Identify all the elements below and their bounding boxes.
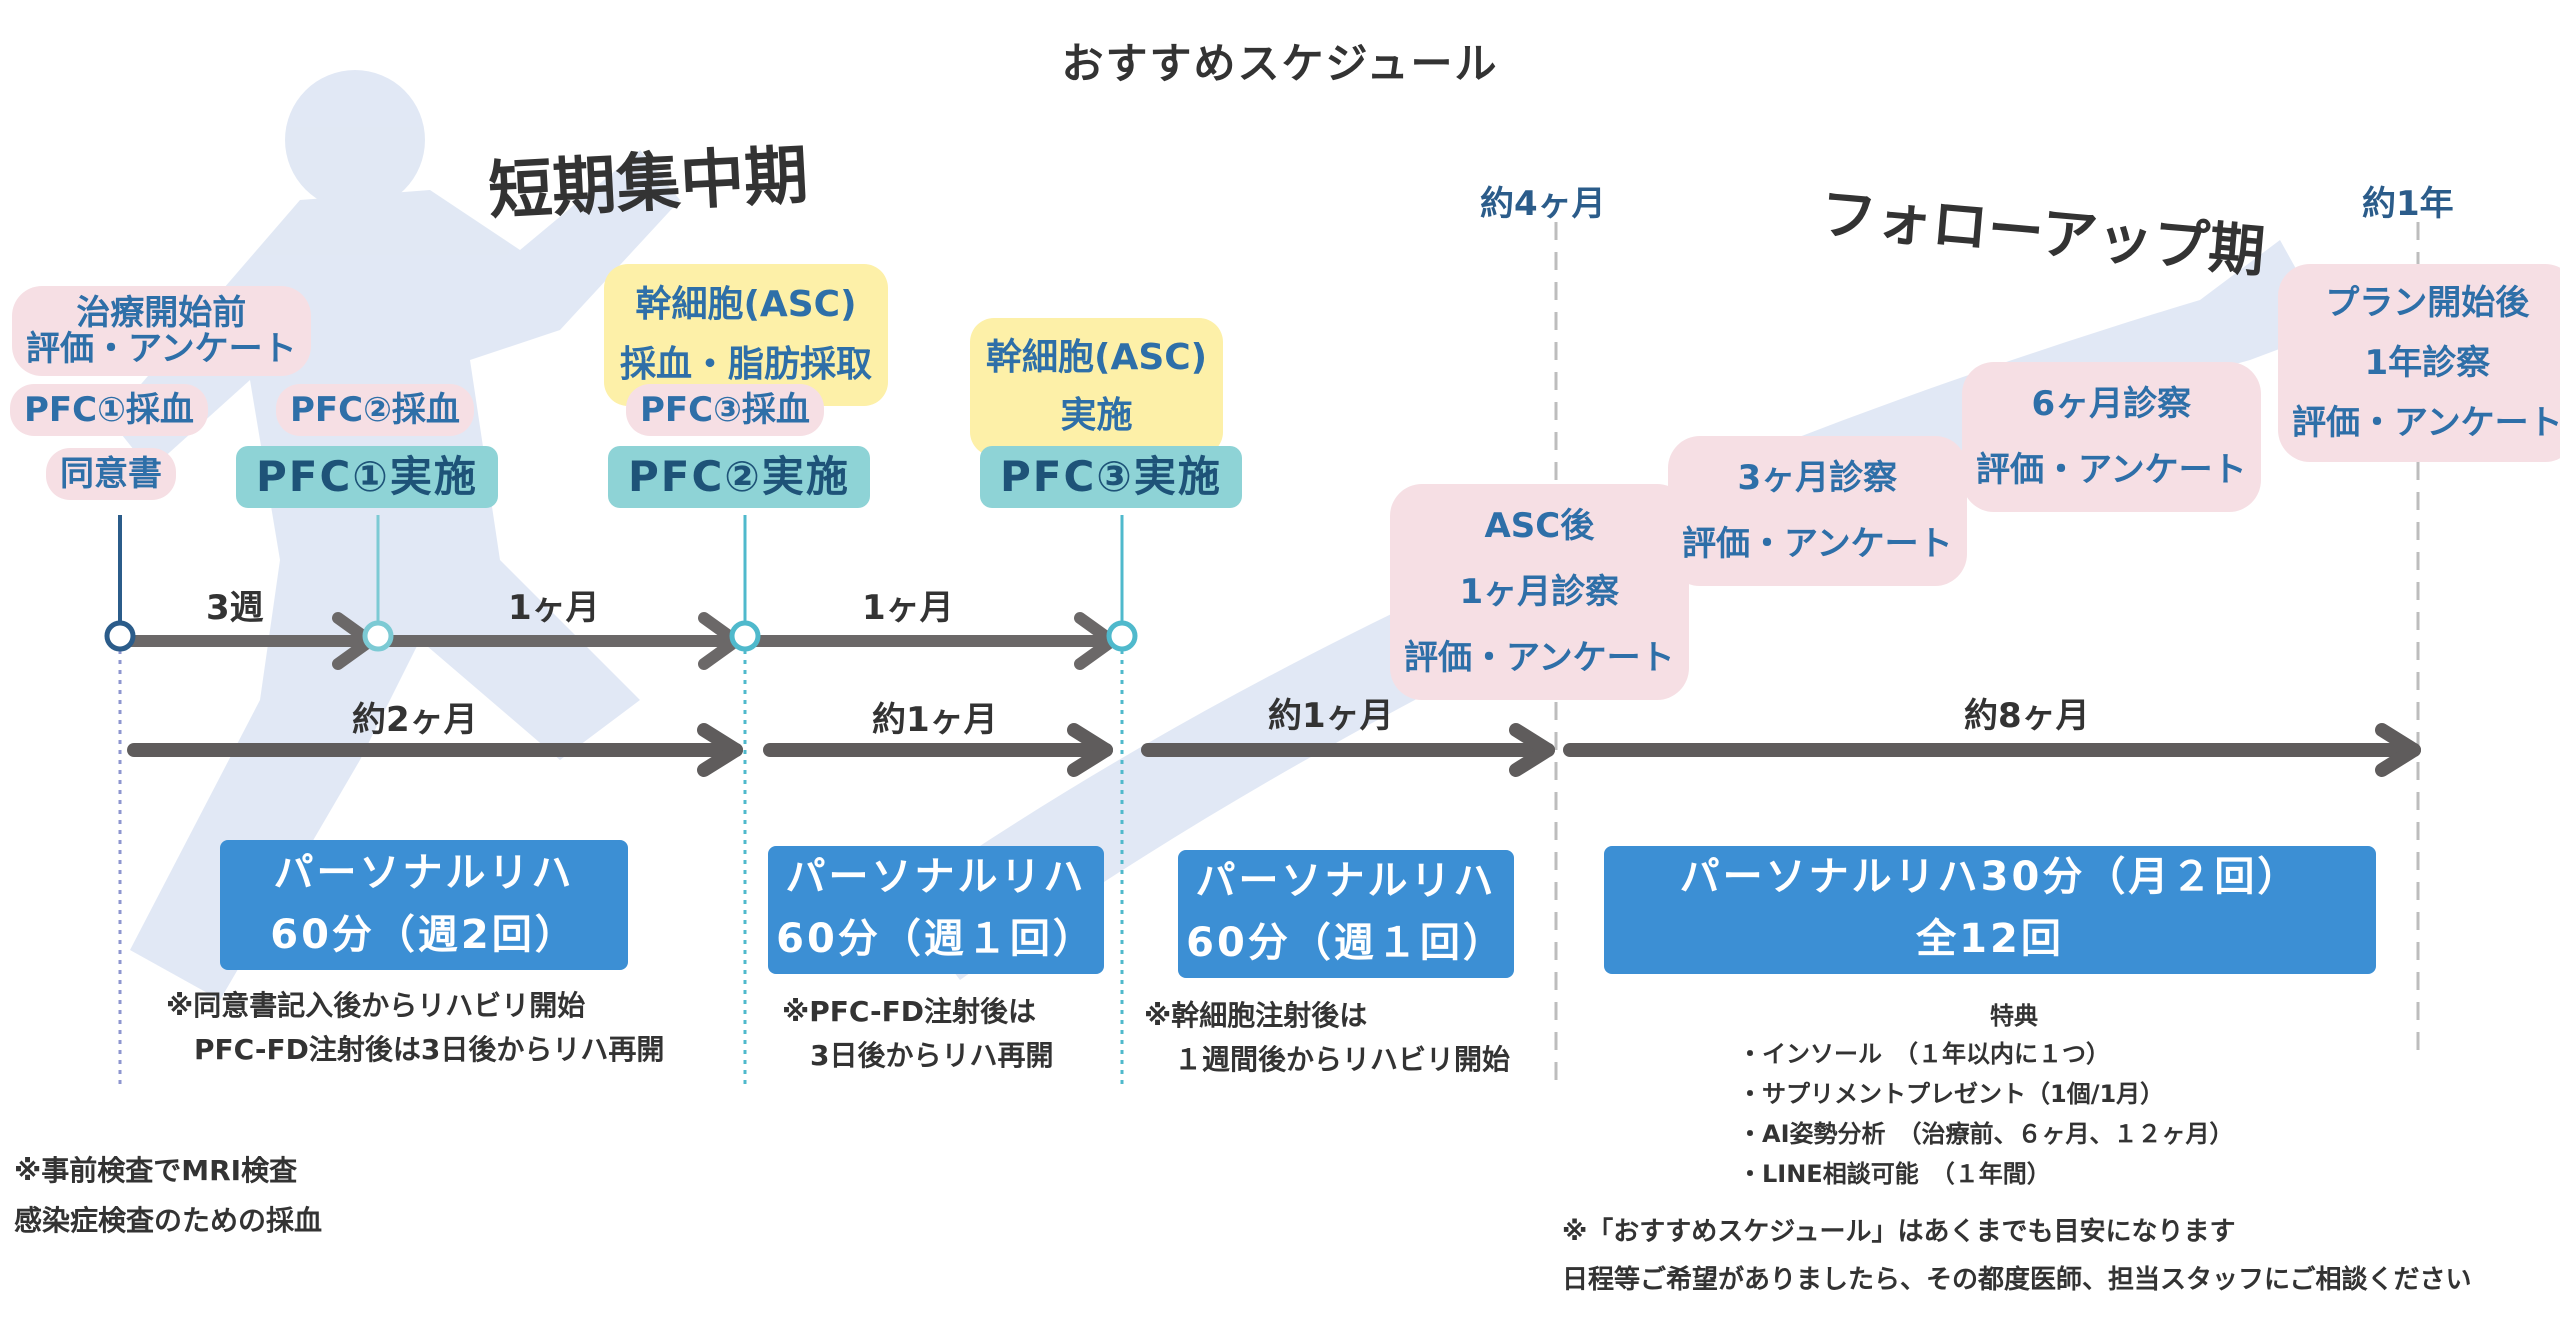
schedule-footnote: ※「おすすめスケジュール」はあくまでも目安になります 日程等ご希望がありましたら… <box>1562 1208 2471 1304</box>
pre-check-line1: ※事前検査でMRI検査 <box>14 1154 298 1187</box>
event-node-1 <box>104 620 136 652</box>
note2-line-a: ※PFC-FD注射後は <box>782 995 1037 1028</box>
followup2-line-a: 3ヶ月診察 <box>1737 458 1898 498</box>
interval-label-3: 1ヶ月 <box>862 588 954 628</box>
followup4-line-b: 1年診察 <box>2364 343 2491 383</box>
rehab-box-3: パーソナルリハ 60分（週１回） <box>1178 850 1514 978</box>
rehab3-line2: 60分（週１回） <box>1186 920 1506 966</box>
rehab-note-1: ※同意書記入後からリハビリ開始 PFC-FD注射後は3日後からリハ再開 <box>166 984 664 1072</box>
rehab4-line1: パーソナルリハ30分（月２回） <box>1679 854 2301 900</box>
rehab-box-4: パーソナルリハ30分（月２回） 全12回 <box>1604 846 2376 974</box>
event1-label-pfc1-blood: PFC①採血 <box>10 384 208 436</box>
interval-label-1: 3週 <box>206 588 264 628</box>
event4-label-stem-cell-procedure: 幹細胞(ASC) 実施 <box>970 318 1224 456</box>
bonus-title: 特典 <box>1990 1002 2038 1030</box>
bonus-item-ai-posture: ・AI姿勢分析 （治療前、６ヶ月、１２ヶ月） <box>1738 1120 2234 1148</box>
event-node-2 <box>362 620 394 652</box>
event-node-4 <box>1106 620 1138 652</box>
note3-line-b: １週間後からリハビリ開始 <box>1174 1043 1511 1076</box>
page-title: おすすめスケジュール <box>1061 39 1499 88</box>
bonus-list: ・インソール （１年以内に１つ） ・サプリメントプレゼント（1個/1月） ・AI… <box>1738 1034 2234 1194</box>
span-label-4: 約8ヶ月 <box>1964 696 2090 736</box>
followup1-line-b: 1ヶ月診察 <box>1459 572 1620 612</box>
one-year-marker-label: 約1年 <box>2362 184 2454 224</box>
event2-label-pfc2-blood: PFC②採血 <box>276 384 474 436</box>
followup-asc-1month: ASC後 1ヶ月診察 評価・アンケート <box>1390 484 1689 700</box>
note1-line-a: ※同意書記入後からリハビリ開始 <box>166 989 586 1022</box>
event3-line-b: 採血・脂肪採取 <box>620 344 873 385</box>
rehab1-line2: 60分（週2回） <box>270 912 578 958</box>
note3-line-a: ※幹細胞注射後は <box>1144 999 1368 1032</box>
event3-label-pfc3-blood: PFC③採血 <box>626 384 824 436</box>
footnote-line1: ※「おすすめスケジュール」はあくまでも目安になります <box>1562 1217 2236 1247</box>
event4-label-pfc3-performed: PFC③実施 <box>980 446 1242 508</box>
followup2-line-b: 評価・アンケート <box>1682 524 1953 564</box>
event4-line-b: 実施 <box>1060 395 1133 436</box>
bonus-item-insole: ・インソール （１年以内に１つ） <box>1738 1040 2110 1068</box>
event-node-3 <box>729 620 761 652</box>
event1-line-b: 評価・アンケート <box>26 329 297 369</box>
event4-line-a: 幹細胞(ASC) <box>986 337 1208 378</box>
rehab-box-1: パーソナルリハ 60分（週2回） <box>220 840 628 970</box>
interval-label-2: 1ヶ月 <box>508 588 600 628</box>
rehab-box-2: パーソナルリハ 60分（週１回） <box>768 846 1104 974</box>
event2-label-pfc1-performed: PFC①実施 <box>236 446 498 508</box>
span-label-2: 約1ヶ月 <box>872 700 998 740</box>
footnote-line2: 日程等ご希望がありましたら、その都度医師、担当スタッフにご相談ください <box>1562 1265 2472 1295</box>
event3-line-a: 幹細胞(ASC) <box>635 284 857 325</box>
rehab-note-2: ※PFC-FD注射後は 3日後からリハ再開 <box>782 990 1053 1078</box>
rehab1-line1: パーソナルリハ <box>273 850 575 896</box>
span-label-1: 約2ヶ月 <box>352 700 478 740</box>
followup1-line-c: 評価・アンケート <box>1404 638 1675 678</box>
pre-check-note: ※事前検査でMRI検査 感染症検査のための採血 <box>14 1146 322 1246</box>
rehab2-line1: パーソナルリハ <box>785 854 1087 900</box>
rehab3-line1: パーソナルリハ <box>1195 858 1497 904</box>
four-month-marker-label: 約4ヶ月 <box>1480 184 1606 224</box>
followup-3month: 3ヶ月診察 評価・アンケート <box>1668 436 1967 586</box>
followup4-line-a: プラン開始後 <box>2325 283 2530 323</box>
rehab-note-3: ※幹細胞注射後は １週間後からリハビリ開始 <box>1144 994 1510 1082</box>
rehab4-line2: 全12回 <box>1916 916 2064 962</box>
bonus-item-supplement: ・サプリメントプレゼント（1個/1月） <box>1738 1080 2165 1108</box>
followup3-line-b: 評価・アンケート <box>1976 450 2247 490</box>
followup3-line-a: 6ヶ月診察 <box>2031 384 2192 424</box>
followup4-line-c: 評価・アンケート <box>2292 403 2560 443</box>
bonus-item-line-consult: ・LINE相談可能 （１年間） <box>1738 1160 2051 1188</box>
followup-1year: プラン開始後 1年診察 評価・アンケート <box>2278 264 2560 462</box>
pre-check-line2: 感染症検査のための採血 <box>14 1204 323 1237</box>
followup-6month: 6ヶ月診察 評価・アンケート <box>1962 362 2261 512</box>
note2-line-b: 3日後からリハ再開 <box>810 1039 1054 1072</box>
rehab2-line2: 60分（週１回） <box>776 916 1096 962</box>
followup1-line-a: ASC後 <box>1484 506 1595 546</box>
event3-label-pfc2-performed: PFC②実施 <box>608 446 870 508</box>
span-label-3: 約1ヶ月 <box>1268 696 1394 736</box>
note1-line-b: PFC-FD注射後は3日後からリハ再開 <box>194 1033 665 1066</box>
event1-label-pre-treatment: 治療開始前 評価・アンケート <box>12 286 311 376</box>
event3-label-stem-cell: 幹細胞(ASC) 採血・脂肪採取 <box>604 264 889 406</box>
event1-line-a: 治療開始前 <box>76 293 247 333</box>
event1-label-consent: 同意書 <box>46 448 176 500</box>
